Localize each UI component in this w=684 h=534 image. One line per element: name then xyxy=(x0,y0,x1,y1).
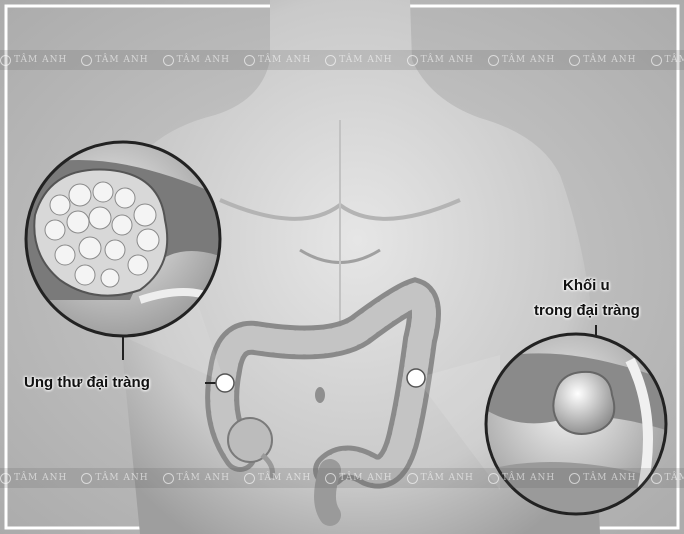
watermark-item: TÂM ANH xyxy=(0,473,67,484)
watermark-text: TÂM ANH xyxy=(14,55,67,65)
watermark-item: TÂM ANH xyxy=(488,55,555,66)
watermark-item: TÂM ANH xyxy=(163,55,230,66)
watermark-text: TÂM ANH xyxy=(502,473,555,483)
watermark-logo-icon xyxy=(407,55,418,66)
watermark-band-bottom: TÂM ANH TÂM ANH TÂM ANH TÂM ANH TÂM ANH TÂM A… xyxy=(0,468,684,488)
watermark-logo-icon xyxy=(163,55,174,66)
watermark-text: TÂM ANH xyxy=(665,473,684,483)
watermark-logo-icon xyxy=(81,55,92,66)
watermark-logo-icon xyxy=(81,473,92,484)
watermark-item: TÂM ANH xyxy=(81,473,148,484)
watermark-text: TÂM ANH xyxy=(95,55,148,65)
watermark-item: TÂM ANH xyxy=(651,55,684,66)
watermark-logo-icon xyxy=(488,473,499,484)
watermark-text: TÂM ANH xyxy=(177,55,230,65)
watermark-item: TÂM ANH xyxy=(244,55,311,66)
watermark-text: TÂM ANH xyxy=(583,55,636,65)
watermark-item: TÂM ANH xyxy=(407,473,474,484)
watermark-item: TÂM ANH xyxy=(244,473,311,484)
watermark-text: TÂM ANH xyxy=(258,473,311,483)
watermark-item: TÂM ANH xyxy=(325,55,392,66)
watermark-logo-icon xyxy=(0,473,11,484)
watermark-logo-icon xyxy=(488,55,499,66)
watermark-item: TÂM ANH xyxy=(569,55,636,66)
watermark-item: TÂM ANH xyxy=(569,473,636,484)
watermark-text: TÂM ANH xyxy=(258,55,311,65)
watermark-text: TÂM ANH xyxy=(583,473,636,483)
watermark-text: TÂM ANH xyxy=(339,55,392,65)
watermark-item: TÂM ANH xyxy=(488,473,555,484)
watermark-logo-icon xyxy=(651,55,662,66)
watermark-item: TÂM ANH xyxy=(325,473,392,484)
watermark-text: TÂM ANH xyxy=(95,473,148,483)
watermark-text: TÂM ANH xyxy=(14,473,67,483)
watermark-logo-icon xyxy=(407,473,418,484)
watermark-logo-icon xyxy=(569,55,580,66)
watermark-text: TÂM ANH xyxy=(502,55,555,65)
watermark-text: TÂM ANH xyxy=(177,473,230,483)
watermark-text: TÂM ANH xyxy=(421,55,474,65)
watermark-band-top: TÂM ANH TÂM ANH TÂM ANH TÂM ANH TÂM ANH TÂM A… xyxy=(0,50,684,70)
watermark-logo-icon xyxy=(651,473,662,484)
watermark-item: TÂM ANH xyxy=(163,473,230,484)
watermark-logo-icon xyxy=(325,473,336,484)
watermark-logo-icon xyxy=(163,473,174,484)
tumor-mass xyxy=(553,372,614,434)
watermark-logo-icon xyxy=(325,55,336,66)
watermark-logo-icon xyxy=(0,55,11,66)
watermark-text: TÂM ANH xyxy=(339,473,392,483)
watermark-logo-icon xyxy=(244,55,255,66)
watermark-item: TÂM ANH xyxy=(407,55,474,66)
watermark-item: TÂM ANH xyxy=(651,473,684,484)
label-tumor-line2: trong đại tràng xyxy=(534,300,640,321)
label-colon-cancer: Ung thư đại tràng xyxy=(24,372,150,393)
watermark-text: TÂM ANH xyxy=(665,55,684,65)
watermark-item: TÂM ANH xyxy=(0,55,67,66)
watermark-item: TÂM ANH xyxy=(81,55,148,66)
label-tumor-line1: Khối u xyxy=(563,275,610,296)
watermark-logo-icon xyxy=(569,473,580,484)
watermark-text: TÂM ANH xyxy=(421,473,474,483)
watermark-logo-icon xyxy=(244,473,255,484)
colon-marker-right xyxy=(407,369,425,387)
colon-marker-left xyxy=(216,374,234,392)
